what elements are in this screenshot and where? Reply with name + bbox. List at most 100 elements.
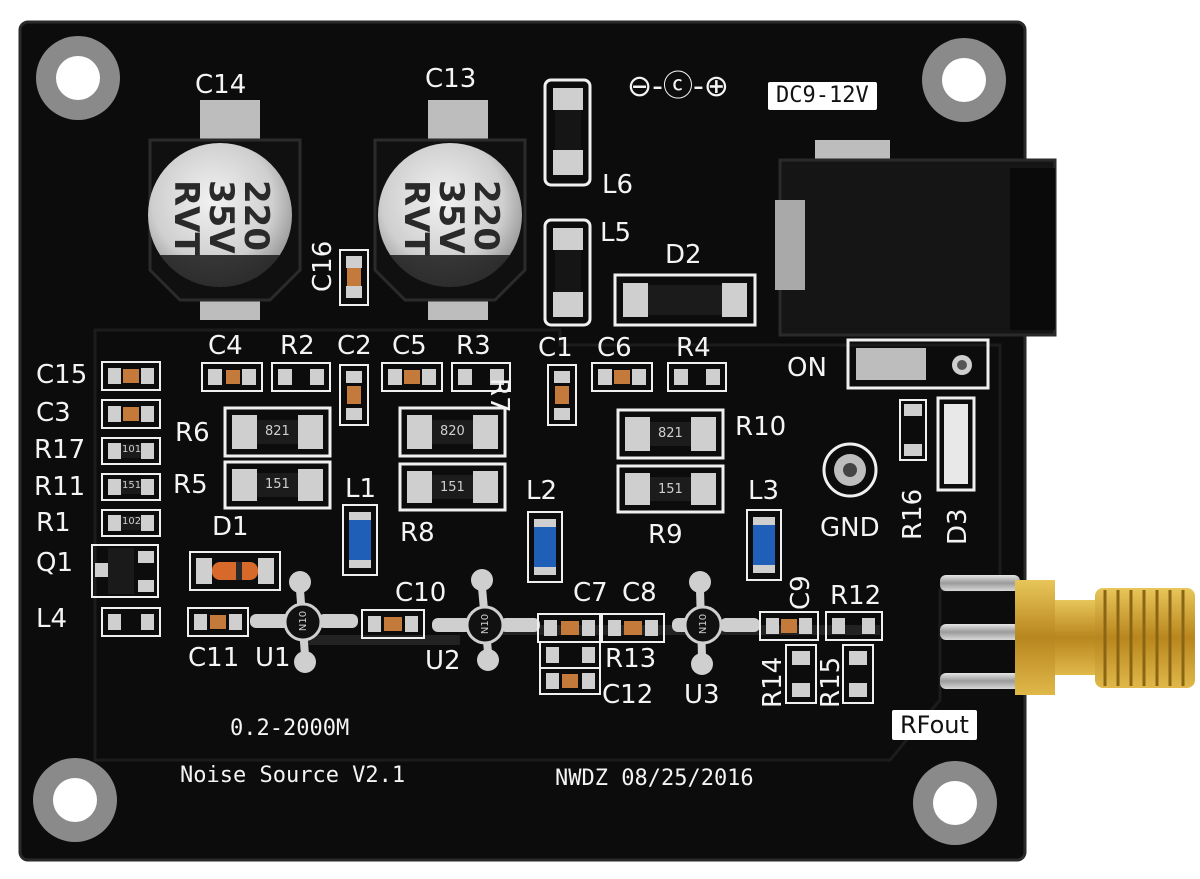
silk-c8: C8 <box>622 578 657 608</box>
silk-r7: R7 <box>484 378 514 413</box>
silk-c14: C14 <box>195 70 247 100</box>
capacitor-c13 <box>373 100 527 320</box>
mark-u3: N10 <box>698 613 710 635</box>
resistor-block-r10-r9 <box>616 408 725 514</box>
code-r1: 102 <box>122 516 142 527</box>
code-r10: 821 <box>658 426 683 441</box>
silk-l6: L6 <box>602 170 634 200</box>
silk-r4: R4 <box>676 333 711 363</box>
silk-c7: C7 <box>573 578 608 608</box>
code-r9: 151 <box>658 482 683 497</box>
silk-r1: R1 <box>36 508 71 538</box>
resistor-block-r8 <box>398 406 507 512</box>
silk-d3: D3 <box>943 508 973 545</box>
silk-r8: R8 <box>400 518 435 548</box>
silk-l5: L5 <box>600 218 632 248</box>
silk-r5: R5 <box>173 470 208 500</box>
silk-r11: R11 <box>34 472 86 502</box>
silk-q1: Q1 <box>36 548 74 578</box>
cap-c13-voltage: 35V <box>431 180 471 254</box>
silk-r13: R13 <box>605 644 657 674</box>
silk-r10: R10 <box>735 412 787 442</box>
mounting-hole-bottom-left <box>33 758 117 842</box>
silk-c4: C4 <box>208 331 243 361</box>
model-label: Noise Source V2.1 <box>180 763 406 788</box>
power-label: DC9-12V <box>768 82 877 111</box>
mark-u1: N10 <box>298 610 310 632</box>
inductor-l6 <box>543 78 592 187</box>
code-r5: 151 <box>265 477 290 492</box>
code-r11: 151 <box>122 480 142 491</box>
silk-u3: U3 <box>684 680 720 710</box>
smd-column-left <box>91 361 161 637</box>
silk-c2: C2 <box>337 331 372 361</box>
silk-r14: R14 <box>758 656 788 708</box>
silk-d2: D2 <box>665 240 702 270</box>
code-r8: 151 <box>440 480 465 495</box>
silk-r3: R3 <box>456 331 491 361</box>
silk-r2: R2 <box>280 331 315 361</box>
rfout-label: RFout <box>892 710 977 741</box>
silk-r15: R15 <box>816 656 846 708</box>
freq-range-label: 0.2-2000M <box>230 716 350 741</box>
diode-d1 <box>189 551 281 591</box>
silk-l2: L2 <box>526 476 558 506</box>
cap-c14-series: RVT <box>166 180 206 256</box>
code-r6: 821 <box>265 424 290 439</box>
maker-date-label: NWDZ 08/25/2016 <box>555 766 754 791</box>
silk-l3: L3 <box>748 476 780 506</box>
cap-c13-series: RVT <box>396 180 436 256</box>
silk-c11: C11 <box>188 643 240 673</box>
on-jumper-header <box>846 338 990 390</box>
silk-c16: C16 <box>308 240 338 292</box>
silk-c1: C1 <box>538 333 573 363</box>
polarity-symbol: ⊖-ⓒ-⊕ <box>627 69 729 104</box>
cap-c14-voltage: 35V <box>201 180 241 254</box>
code-r17: 101 <box>122 444 142 455</box>
cap-c13-value: 220 <box>466 180 506 251</box>
silk-c13: C13 <box>425 64 477 94</box>
led-d3 <box>936 396 976 492</box>
silk-c12: C12 <box>602 680 654 710</box>
mounting-hole-top-right <box>922 38 1006 122</box>
silk-d1: D1 <box>212 512 249 542</box>
code-r8-top: 820 <box>440 424 465 439</box>
mounting-hole-bottom-right <box>913 761 997 845</box>
silk-r6: R6 <box>175 418 210 448</box>
silk-r17: R17 <box>34 435 86 465</box>
silk-c3: C3 <box>36 398 71 428</box>
silk-c9: C9 <box>786 575 816 610</box>
resistor-block-r6-r5 <box>223 406 332 510</box>
silk-r9: R9 <box>648 520 683 550</box>
mark-u2: N10 <box>480 613 492 635</box>
silk-r12: R12 <box>830 581 882 611</box>
inductor-l2 <box>527 511 563 583</box>
sma-rf-connector <box>940 575 1195 695</box>
silk-c15: C15 <box>36 360 88 390</box>
gnd-test-point <box>822 442 878 498</box>
rf-chain <box>187 569 883 704</box>
silk-l1: L1 <box>345 474 377 504</box>
diode-d2 <box>613 273 757 327</box>
inductor-l3 <box>746 509 782 581</box>
silk-c5: C5 <box>392 331 427 361</box>
smd-row-top <box>201 249 727 426</box>
cap-c14-value: 220 <box>236 180 276 251</box>
dc-power-jack <box>775 140 1057 337</box>
silk-r16: R16 <box>898 488 928 540</box>
on-label: ON <box>787 353 827 383</box>
silk-l4: L4 <box>36 604 68 634</box>
silk-u2: U2 <box>425 646 461 676</box>
mounting-hole-top-left <box>36 36 120 120</box>
capacitor-c14 <box>148 100 302 320</box>
silk-u1: U1 <box>255 643 291 673</box>
silk-c10: C10 <box>395 578 447 608</box>
gnd-label: GND <box>820 513 880 543</box>
inductor-l5 <box>543 218 592 327</box>
resistor-r16 <box>899 399 927 461</box>
silk-c6: C6 <box>597 333 632 363</box>
inductor-l1 <box>342 504 378 576</box>
